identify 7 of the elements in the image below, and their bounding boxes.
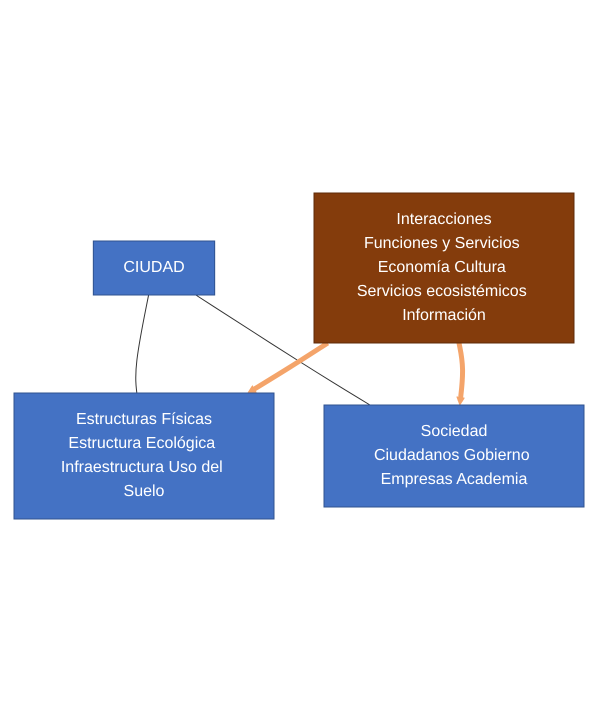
node-box: CIUDAD (92, 240, 216, 295)
arrow (456, 342, 466, 405)
node-box: Sociedad Ciudadanos Gobierno Empresas Academia (324, 404, 584, 507)
node-box: Interacciones Funciones y Servicios Economía Cultura Servicios ecosistémicos Información (314, 192, 574, 343)
node-box: Estructuras Físicas Estructura Ecológica Infraestructura Uso del Suelo (14, 392, 274, 519)
connector (195, 294, 370, 405)
connector (135, 294, 150, 393)
